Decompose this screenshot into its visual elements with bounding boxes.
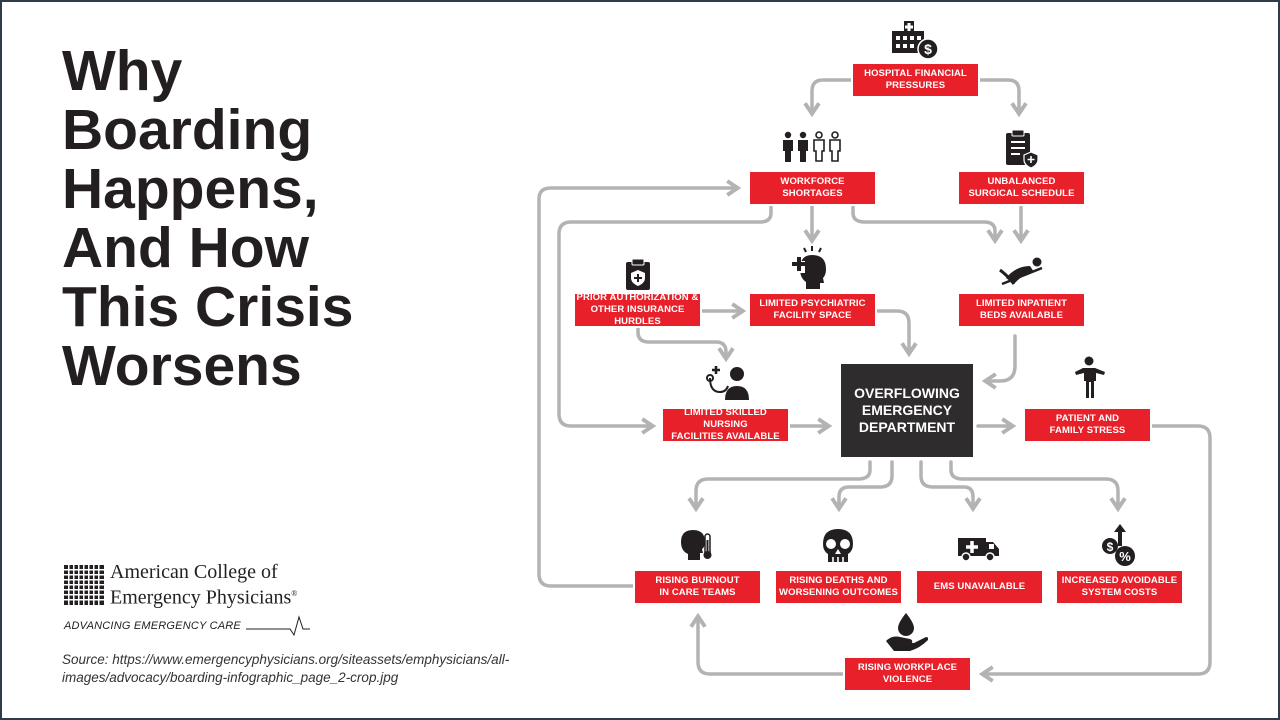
node-limited-psychiatric-facility: LIMITED PSYCHIATRIC FACILITY SPACE [750, 294, 875, 326]
arrow-burnout-to-workforce [537, 179, 742, 588]
source-citation: Source: https://www.emergencyphysicians.… [62, 652, 510, 685]
node-label-line: RISING BURNOUT [655, 575, 740, 586]
arrow-workforce-to-nursing [557, 203, 773, 435]
node-label-line: BEDS AVAILABLE [979, 310, 1064, 321]
center-label-line: OVERFLOWING [854, 385, 960, 401]
logo-name-text: Emergency Physicians [110, 586, 292, 609]
logo-name-line-2: Emergency Physicians® [110, 583, 297, 609]
arrow-center-to-deaths [830, 460, 894, 513]
clipboard-icon [1006, 129, 1039, 168]
arrow-financial-to-workforce [803, 78, 855, 118]
node-label-line: VIOLENCE [882, 674, 933, 685]
skull-icon [823, 529, 853, 562]
logo-tagline-text: ADVANCING EMERGENCY CARE [64, 619, 241, 632]
node-overflowing-emergency-department: OVERFLOWING EMERGENCY DEPARTMENT [841, 364, 973, 457]
logo-name: American College of Emergency Physicians… [110, 562, 297, 609]
node-label-line: LIMITED INPATIENT [975, 298, 1068, 309]
patient-bed-icon [999, 257, 1043, 286]
person-icon [1075, 356, 1105, 398]
svg-text:%: % [1119, 549, 1131, 564]
arrow-priorauth-to-nursing [636, 324, 735, 363]
node-limited-skilled-nursing: LIMITED SKILLED NURSING FACILITIES AVAIL… [663, 407, 788, 442]
heartbeat-icon [246, 615, 311, 637]
registered-mark: ® [291, 589, 298, 598]
title-line: This Crisis [62, 275, 354, 339]
node-label-line: FACILITIES AVAILABLE [671, 431, 780, 442]
svg-text:$: $ [924, 41, 932, 57]
logo-tagline: ADVANCING EMERGENCY CARE [64, 615, 311, 637]
node-label-line: INCREASED AVOIDABLE [1061, 575, 1178, 586]
arrow-inpatient-to-center [981, 334, 1017, 390]
arrow-violence-to-burnout [689, 612, 847, 676]
costs-icon: $ % [1102, 524, 1135, 566]
title-line: Worsens [62, 334, 302, 398]
arrow-center-to-ems [919, 460, 982, 513]
node-rising-workplace-violence: RISING WORKPLACE VIOLENCE [845, 658, 970, 690]
insurance-clipboard-icon [626, 258, 650, 290]
node-increased-system-costs: INCREASED AVOIDABLE SYSTEM COSTS [1057, 571, 1182, 603]
node-label-line: FACILITY SPACE [773, 310, 852, 321]
node-label-line: RISING DEATHS AND [789, 575, 888, 586]
nurse-icon [706, 366, 749, 400]
mental-health-icon [792, 246, 826, 289]
ambulance-icon [958, 538, 999, 562]
node-label-line: FAMILY STRESS [1049, 425, 1126, 436]
node-prior-authorization: PRIOR AUTHORIZATION & OTHER INSURANCE HU… [575, 292, 700, 327]
hospital-dollar-icon: $ [892, 21, 939, 60]
arrow-financial-to-surgical [976, 78, 1028, 118]
arrow-stress-to-violence [978, 424, 1212, 683]
node-rising-burnout: RISING BURNOUT IN CARE TEAMS [635, 571, 760, 603]
node-label-line: PATIENT AND [1055, 413, 1120, 424]
node-label-line: EMS UNAVAILABLE [933, 581, 1026, 592]
arrow-workforce-to-inpatient [851, 203, 1004, 245]
node-label-line: RISING WORKPLACE [857, 662, 958, 673]
node-limited-inpatient-beds: LIMITED INPATIENT BEDS AVAILABLE [959, 294, 1084, 326]
title-line: Happens, [62, 157, 319, 221]
title-line: Boarding [62, 98, 313, 162]
node-label-line: WORSENING OUTCOMES [779, 587, 898, 598]
center-label-line: EMERGENCY [861, 402, 953, 418]
node-rising-deaths: RISING DEATHS AND WORSENING OUTCOMES [776, 571, 901, 603]
people-icon [783, 131, 841, 162]
burnout-icon [681, 530, 712, 560]
node-label-line: PRIOR AUTHORIZATION & [576, 292, 699, 303]
node-unbalanced-surgical-schedule: UNBALANCED SURGICAL SCHEDULE [959, 172, 1084, 204]
acep-logo: American College of Emergency Physicians… [64, 562, 324, 638]
node-label-line: SURGICAL SCHEDULE [968, 188, 1075, 199]
title-line: And How [62, 216, 309, 280]
node-label-line: PRESSURES [885, 80, 946, 91]
node-label-line: SYSTEM COSTS [1081, 587, 1158, 598]
page-title: Why Boarding Happens, And How This Crisi… [62, 42, 402, 396]
node-label-line: HOSPITAL FINANCIAL [864, 68, 967, 79]
node-label-line: UNBALANCED [987, 176, 1056, 187]
logo-grid-icon [64, 565, 104, 605]
node-label-line: WORKFORCE SHORTAGES [780, 176, 845, 199]
node-label-line: OTHER INSURANCE HURDLES [590, 304, 685, 327]
arrow-center-to-costs [949, 460, 1127, 513]
hand-blood-icon [886, 613, 928, 651]
title-line: Why [62, 39, 183, 103]
node-label-line: LIMITED PSYCHIATRIC [759, 298, 866, 309]
svg-text:$: $ [1107, 540, 1114, 554]
node-label-line: IN CARE TEAMS [659, 587, 736, 598]
arrow-psychiatric-to-center [875, 309, 918, 358]
node-hospital-financial-pressures: HOSPITAL FINANCIAL PRESSURES [853, 64, 978, 96]
node-patient-family-stress: PATIENT AND FAMILY STRESS [1025, 409, 1150, 441]
node-workforce-shortages: WORKFORCE SHORTAGES [750, 172, 875, 204]
logo-name-line: American College of [110, 561, 278, 583]
node-ems-unavailable: EMS UNAVAILABLE [917, 571, 1042, 603]
node-label-line: LIMITED SKILLED NURSING [684, 407, 767, 430]
arrow-center-to-burnout [687, 460, 872, 513]
center-label-line: DEPARTMENT [858, 419, 956, 435]
